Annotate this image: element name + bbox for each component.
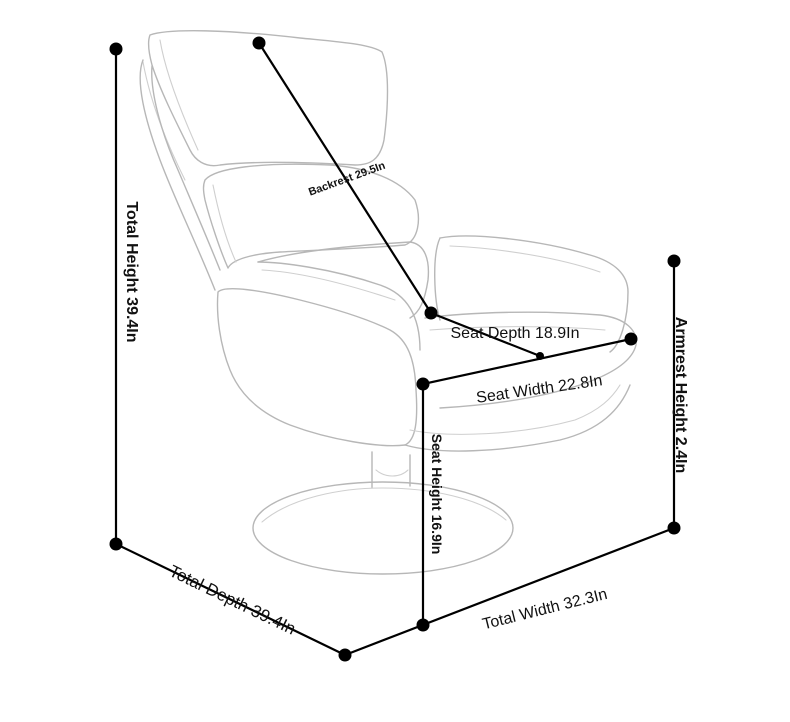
total-width-label: Total Width 32.3In bbox=[481, 586, 609, 633]
seat-depth-label: Seat Depth 18.9In bbox=[451, 325, 580, 342]
total-depth-line bbox=[114, 542, 347, 657]
endpoint-dot bbox=[109, 537, 123, 551]
dimension-endpoints bbox=[109, 36, 681, 662]
backrest-label: Backrest 29.5In bbox=[307, 160, 387, 199]
seat-width-line bbox=[421, 337, 633, 386]
backrest-line bbox=[257, 41, 433, 315]
dimension-labels: Total Height 39.4In Backrest 29.5In Seat… bbox=[123, 160, 689, 639]
endpoint-dot bbox=[424, 306, 438, 320]
total-depth-label: Total Depth 39.4In bbox=[166, 561, 298, 638]
armrest-height-label: Armrest Height 2.4In bbox=[672, 317, 689, 473]
endpoint-dot bbox=[536, 352, 544, 360]
endpoint-dot bbox=[667, 254, 681, 268]
endpoint-dot bbox=[252, 36, 266, 50]
total-width-line bbox=[343, 526, 676, 657]
seat-width-label: Seat Width 22.8In bbox=[475, 372, 603, 407]
dimension-lines bbox=[114, 41, 676, 657]
seat-depth-line bbox=[429, 311, 542, 358]
endpoint-dot bbox=[667, 521, 681, 535]
total-height-label: Total Height 39.4In bbox=[123, 201, 140, 342]
chair-illustration bbox=[139, 30, 637, 575]
endpoint-dot bbox=[416, 618, 430, 632]
endpoint-dot bbox=[624, 332, 638, 346]
seat-height-label: Seat Height 16.9In bbox=[429, 434, 445, 555]
endpoint-dot bbox=[416, 377, 430, 391]
endpoint-dot bbox=[109, 42, 123, 56]
endpoint-dot bbox=[338, 648, 352, 662]
